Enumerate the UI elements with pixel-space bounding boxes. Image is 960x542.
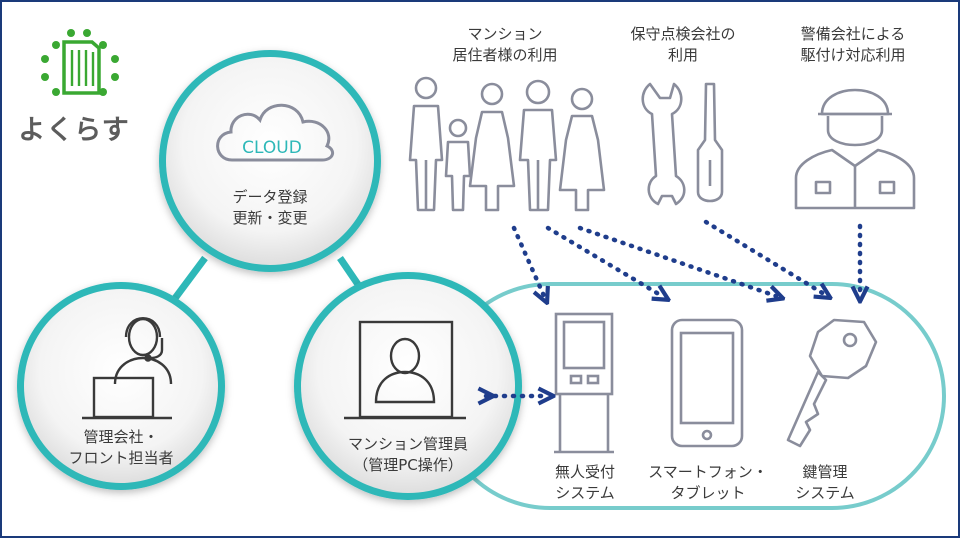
- arrow-maintenance-key: [703, 219, 824, 294]
- key-system-label: 鍵管理 システム: [795, 463, 855, 502]
- security-guard-icon: [794, 88, 916, 210]
- smartphone-icon: [670, 318, 744, 448]
- yokurasu-logo-icon: [41, 29, 119, 96]
- maintenance-tools-icon: [641, 82, 724, 206]
- residents-family-icon: [408, 76, 606, 212]
- residents-usage-label: マンション 居住者様の利用: [452, 25, 558, 64]
- operator-headset-icon: [82, 317, 173, 420]
- access-arrows: [486, 219, 860, 396]
- logo-wordmark: よくらす: [18, 115, 130, 146]
- admin-node-label: 管理会社・ フロント担当者: [68, 428, 174, 467]
- pc-monitor-user-icon: [344, 320, 466, 420]
- maintenance-usage-label: 保守点検会社の 利用: [630, 25, 736, 64]
- arrow-residents-kiosk: [511, 225, 544, 296]
- cloud-node: CLOUD: [159, 50, 381, 272]
- kiosk-system-label: 無人受付 システム: [554, 463, 615, 502]
- cloud-badge: CLOUD: [242, 138, 302, 158]
- admin-node: [17, 282, 225, 490]
- connector-cloud-admin: [167, 255, 208, 308]
- smartphone-tablet-label: スマートフォン・ タブレット: [648, 463, 768, 502]
- cloud-icon: [216, 103, 335, 162]
- manager-node: [294, 272, 522, 500]
- cloud-node-label: データ登録 更新・変更: [232, 188, 308, 227]
- arrow-residents-phone: [545, 225, 662, 296]
- arrow-residents-key: [577, 225, 776, 296]
- key-icon: [786, 318, 878, 448]
- kiosk-terminal-icon: [554, 312, 614, 454]
- manager-node-label: マンション管理員 （管理PC操作）: [347, 435, 468, 474]
- security-usage-label: 警備会社による 駆付け対応利用: [800, 25, 906, 64]
